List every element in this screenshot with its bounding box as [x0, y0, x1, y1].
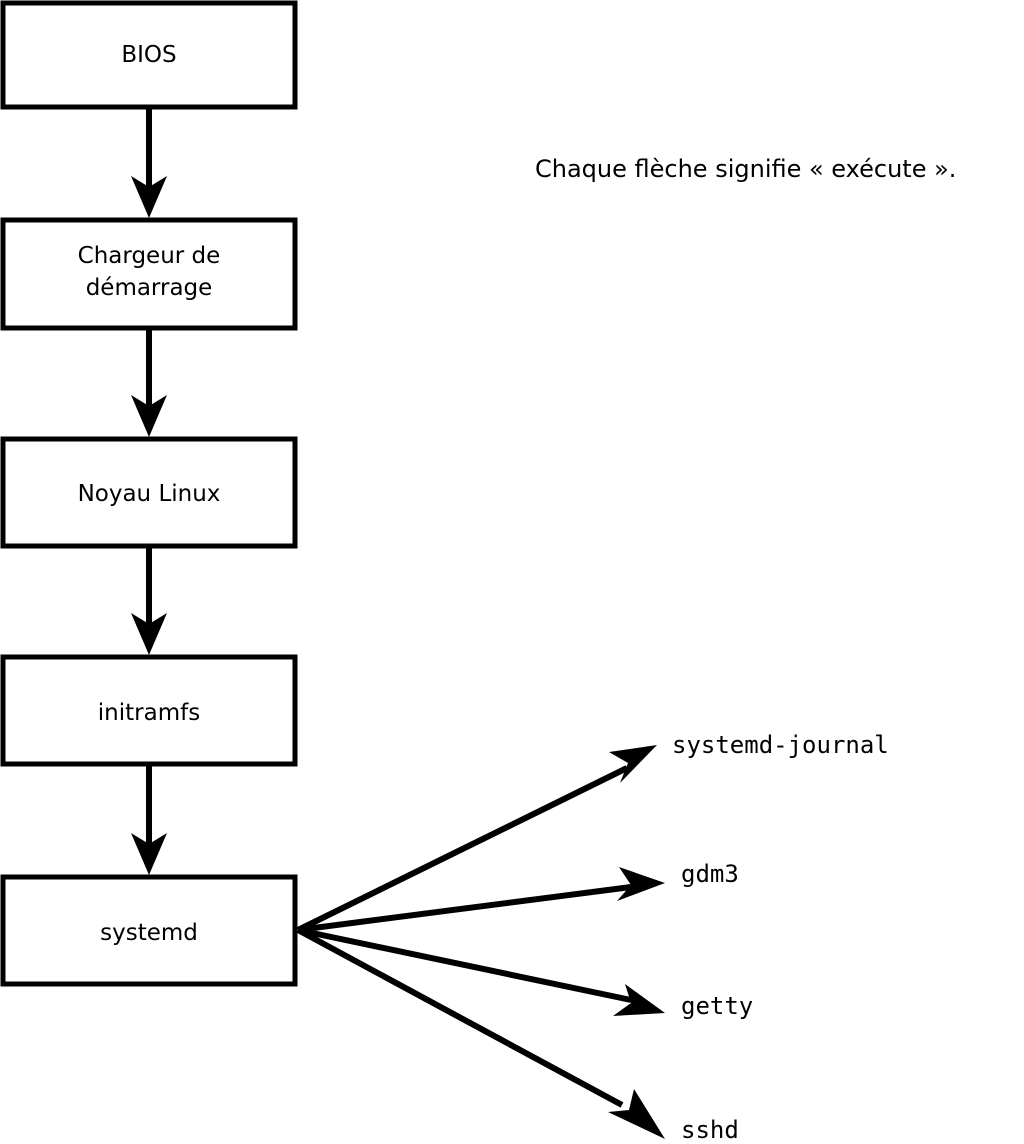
node-systemd-box	[0, 874, 298, 987]
node-bios-box	[0, 0, 298, 110]
service-label-getty: getty	[681, 992, 753, 1020]
node-kernel[interactable]: Noyau Linux	[0, 436, 298, 549]
edge-systemd-to-getty-shaft	[297, 927, 632, 1003]
node-kernel-label: Noyau Linux	[78, 481, 221, 507]
edge-systemd-to-sshd-head	[608, 1089, 665, 1139]
edge-bios-to-bootloader	[131, 107, 167, 218]
edge-initramfs-to-systemd	[131, 764, 167, 875]
node-bootloader-box	[0, 217, 298, 331]
node-bios[interactable]: BIOS	[0, 0, 298, 110]
node-systemd[interactable]: systemd	[0, 874, 298, 987]
edge-systemd-to-sshd-shaft	[296, 927, 624, 1108]
edge-systemd-to-getty	[297, 927, 665, 1016]
edge-bios-to-bootloader-head	[131, 176, 167, 218]
edge-initramfs-to-systemd-head	[131, 833, 167, 875]
edge-systemd-to-sshd	[296, 927, 665, 1139]
edge-bootloader-to-kernel-head	[131, 395, 167, 437]
service-label-gdm3: gdm3	[681, 860, 739, 888]
edge-bootloader-to-kernel	[131, 328, 167, 437]
node-systemd-label: systemd	[100, 920, 198, 946]
node-bios-label: BIOS	[121, 42, 176, 68]
node-bootloader-label-line2: démarrage	[86, 275, 213, 301]
service-label-sshd: sshd	[681, 1116, 739, 1144]
diagram-caption: Chaque flèche signifie « exécute ».	[535, 155, 956, 183]
edge-systemd-to-systemd-journal-head	[609, 745, 657, 783]
service-label-systemd-journal: systemd-journal	[672, 731, 889, 759]
node-initramfs-label: initramfs	[98, 700, 200, 726]
edge-systemd-to-getty-head	[613, 984, 665, 1016]
node-bootloader-label-line1: Chargeur de	[78, 243, 221, 269]
edge-systemd-to-systemd-journal-shaft	[296, 765, 629, 933]
edge-systemd-to-gdm3-shaft	[297, 884, 632, 933]
node-initramfs[interactable]: initramfs	[0, 654, 298, 767]
edge-kernel-to-initramfs	[131, 546, 167, 655]
edge-kernel-to-initramfs-head	[131, 613, 167, 655]
edge-systemd-to-systemd-journal	[296, 745, 657, 933]
edge-systemd-to-gdm3-head	[617, 867, 665, 901]
edge-systemd-to-gdm3	[297, 867, 665, 933]
node-bootloader[interactable]: Chargeur de démarrage	[0, 217, 298, 331]
node-initramfs-box	[0, 654, 298, 767]
